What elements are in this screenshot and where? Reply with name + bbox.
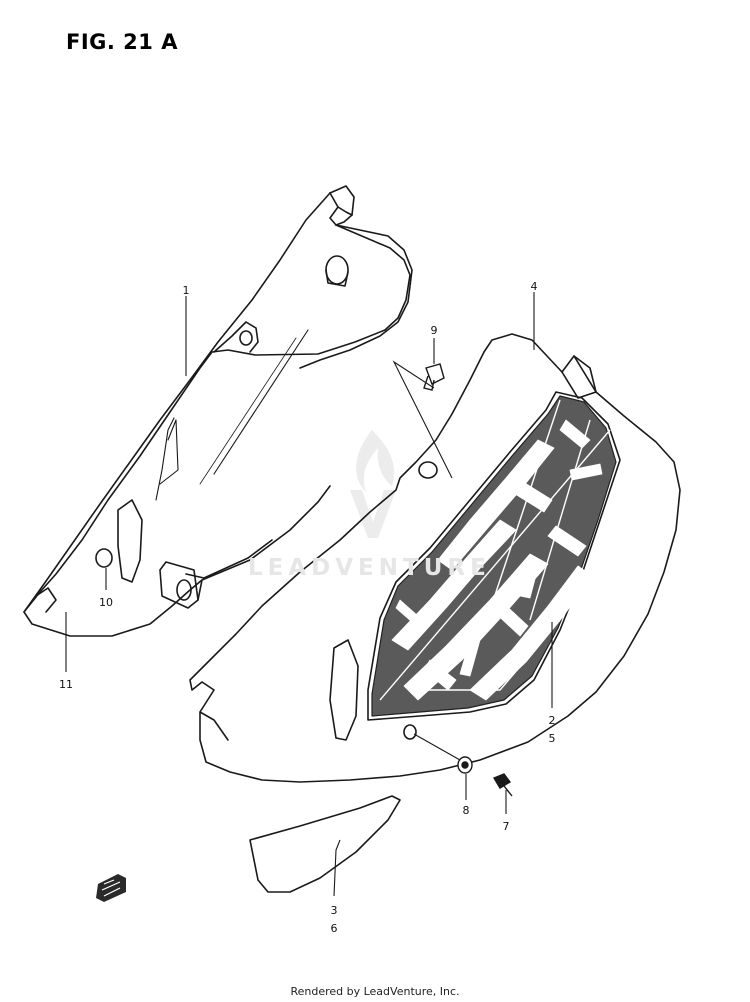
callout-10: 10	[99, 596, 113, 609]
watermark-text: LEADVENTURE	[248, 555, 491, 581]
bolt-part-9	[423, 363, 445, 391]
side-cover-left-part-1	[23, 185, 413, 637]
leader-lines	[65, 292, 553, 897]
callout-9: 9	[430, 324, 438, 337]
grommet-part-8	[457, 756, 473, 774]
callout-8: 8	[462, 804, 470, 817]
callout-4: 4	[530, 280, 538, 293]
callout-3-6: 3 6	[330, 904, 338, 935]
lower-cover-part-3-6	[249, 795, 401, 893]
figure-title: FIG. 21 A	[66, 30, 178, 54]
callout-1: 1	[182, 284, 190, 297]
graphic-decal-part-2-5	[371, 395, 617, 717]
front-direction-icon	[96, 874, 126, 902]
screw-part-7	[492, 773, 513, 797]
callout-7: 7	[502, 820, 510, 833]
side-cover-right-part-4	[189, 333, 681, 783]
footer-credit: Rendered by LeadVenture, Inc.	[290, 985, 460, 998]
callout-11: 11	[59, 678, 73, 691]
leadventure-flame-icon	[350, 430, 396, 538]
callout-2-5: 2 5	[548, 714, 556, 745]
